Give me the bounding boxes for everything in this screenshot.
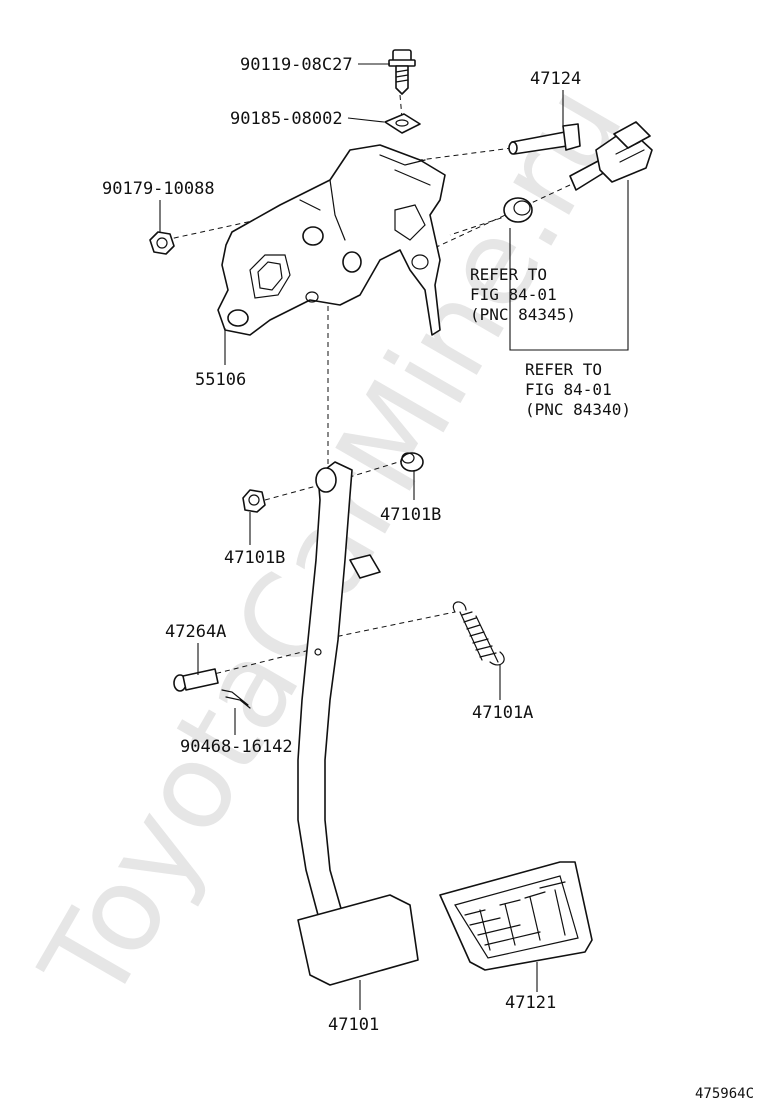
pedal-pad-cover-part[interactable] bbox=[439, 861, 593, 971]
pedal-pad-part[interactable] bbox=[297, 894, 419, 986]
part-label: 47101B bbox=[380, 505, 441, 525]
part-label: 47101A bbox=[472, 703, 533, 723]
refer-text: FIG 84-01 bbox=[525, 380, 612, 399]
part-label: 47264A bbox=[165, 622, 226, 642]
pedal-bracket-part[interactable] bbox=[217, 144, 446, 336]
part-label: 55106 bbox=[195, 370, 246, 390]
refer-text: REFER TO bbox=[470, 265, 547, 284]
refer-text: (PNC 84340) bbox=[525, 400, 631, 419]
return-spring-part[interactable] bbox=[452, 601, 505, 666]
labels: 90119-08C27 90185-08002 47124 90179-1008… bbox=[102, 55, 754, 1102]
refer-text: REFER TO bbox=[525, 360, 602, 379]
bushing-right-part[interactable] bbox=[400, 452, 424, 472]
bolt-part[interactable] bbox=[388, 49, 416, 95]
clip-part[interactable] bbox=[221, 689, 251, 709]
stop-switch-part[interactable] bbox=[569, 121, 653, 191]
part-label: 47101 bbox=[328, 1015, 379, 1035]
refer-text: (PNC 84345) bbox=[470, 305, 576, 324]
bushing-part[interactable] bbox=[503, 197, 533, 223]
refer-text: FIG 84-01 bbox=[470, 285, 557, 304]
clevis-pin-part[interactable] bbox=[173, 668, 219, 692]
part-label: 90185-08002 bbox=[230, 109, 343, 129]
flange-nut-part[interactable] bbox=[149, 231, 175, 255]
part-label: 47101B bbox=[224, 548, 285, 568]
pin-part[interactable] bbox=[508, 123, 581, 155]
leader-lines bbox=[159, 63, 629, 1010]
part-label: 47121 bbox=[505, 993, 556, 1013]
bushing-left-part[interactable] bbox=[242, 489, 266, 513]
nut-plate-part[interactable] bbox=[384, 113, 421, 134]
brake-pedal-arm-part[interactable] bbox=[297, 461, 381, 916]
part-label: 90179-10088 bbox=[102, 179, 215, 199]
part-label: 90119-08C27 bbox=[240, 55, 353, 75]
figure-code: 475964C bbox=[695, 1086, 754, 1102]
part-label: 47124 bbox=[530, 69, 581, 89]
part-label: 90468-16142 bbox=[180, 737, 293, 757]
